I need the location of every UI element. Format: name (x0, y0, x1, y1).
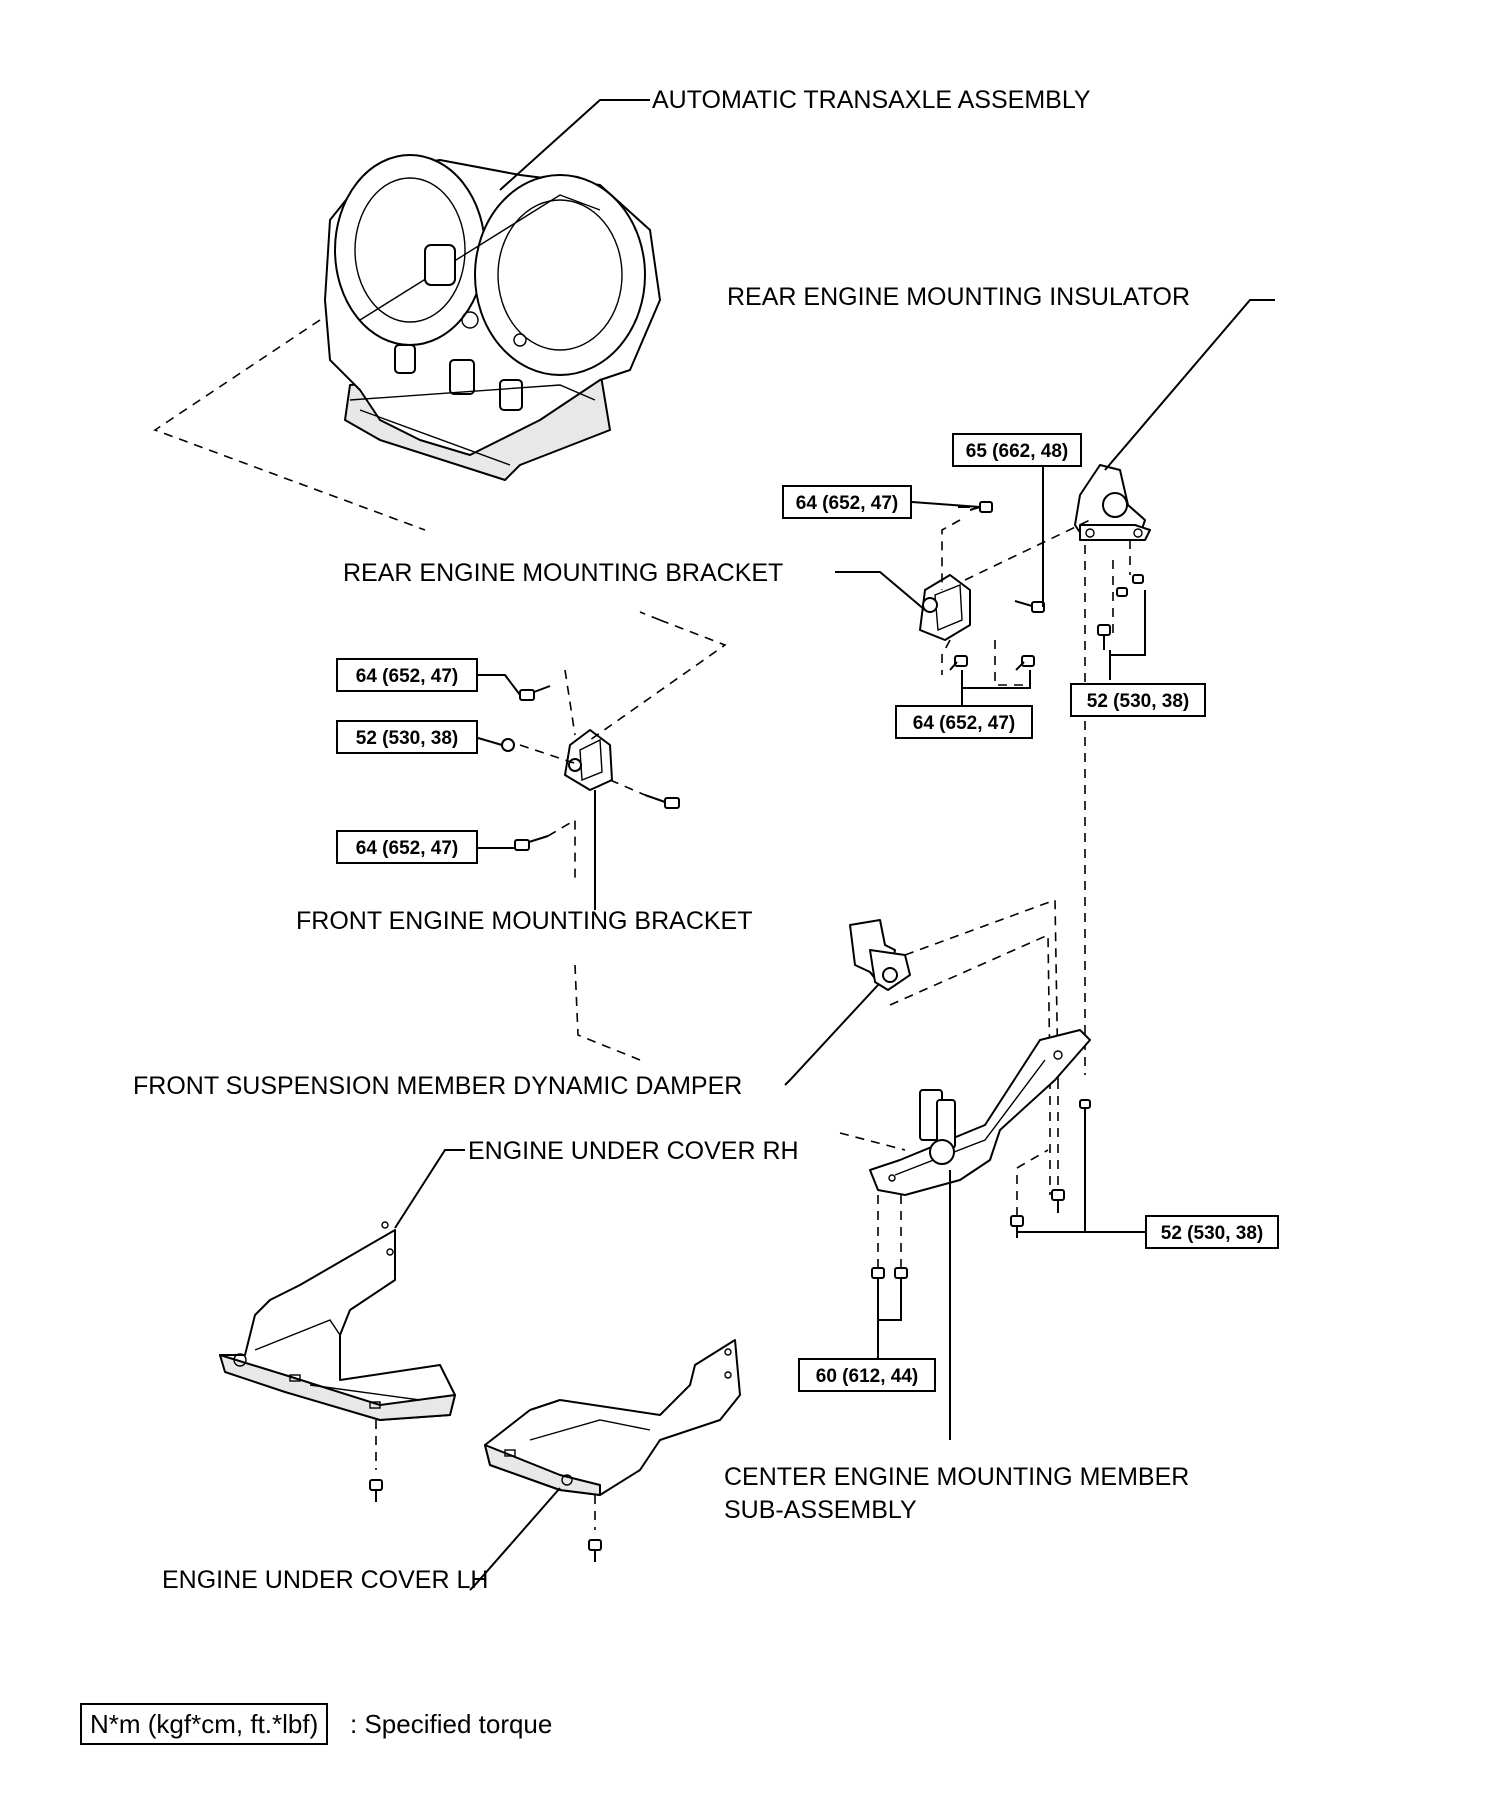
rear-engine-mounting-insulator (1074, 464, 1151, 541)
legend-torque-box: N*m (kgf*cm, ft.*lbf) (80, 1703, 329, 1745)
torque-box-rear-bracket-bottom: 64 (652, 47) (895, 705, 1033, 739)
label-engine-under-cover-rh: ENGINE UNDER COVER RH (468, 1137, 799, 1165)
center-engine-mounting-member (869, 1029, 1091, 1196)
torque-box-insulator-bolts: 52 (530, 38) (1070, 683, 1206, 717)
label-engine-under-cover-lh: ENGINE UNDER COVER LH (162, 1566, 489, 1594)
leader-insulator (1104, 299, 1275, 471)
torque-box-front-bracket-nut: 52 (530, 38) (336, 720, 478, 754)
torque-box-center-member-front: 60 (612, 44) (798, 1358, 936, 1392)
dash-transaxle (153, 319, 426, 531)
rear-bracket-bolts (949, 501, 1144, 671)
leader-transaxle (499, 99, 650, 191)
torque-box-front-bracket-bottom: 64 (652, 47) (336, 830, 478, 864)
label-center-engine-mounting-member: CENTER ENGINE MOUNTING MEMBER (724, 1463, 1190, 1491)
front-suspension-member-dynamic-damper (849, 919, 911, 991)
torque-box-rear-bracket-top: 64 (652, 47) (782, 485, 912, 519)
leader-cover-lh (469, 1487, 561, 1591)
leader-rear-bracket (835, 571, 926, 611)
label-front-engine-mounting-bracket: FRONT ENGINE MOUNTING BRACKET (296, 907, 753, 935)
engine-under-cover-rh (219, 1221, 456, 1421)
label-automatic-transaxle-assembly: AUTOMATIC TRANSAXLE ASSEMBLY (652, 86, 1091, 114)
torque-box-rear-insulator: 65 (662, 48) (952, 433, 1082, 467)
engine-under-cover-lh (484, 1339, 741, 1496)
label-front-suspension-member-dynamic-damper: FRONT SUSPENSION MEMBER DYNAMIC DAMPER (133, 1072, 743, 1100)
cover-lh-bolt (588, 1539, 602, 1562)
center-member-bolts (871, 1099, 1091, 1290)
front-engine-mounting-bracket (564, 729, 613, 791)
automatic-transaxle-assembly (324, 154, 661, 481)
leader-damper (784, 984, 879, 1086)
label-center-engine-mounting-member-sub: SUB-ASSEMBLY (724, 1496, 917, 1524)
torque-box-center-member-rear: 52 (530, 38) (1145, 1215, 1279, 1249)
label-rear-engine-mounting-insulator: REAR ENGINE MOUNTING INSULATOR (727, 283, 1191, 311)
leader-cover-rh (394, 1149, 465, 1229)
rear-engine-mounting-bracket (919, 574, 971, 641)
torque-box-front-bracket-top: 64 (652, 47) (336, 658, 478, 692)
label-rear-engine-mounting-bracket: REAR ENGINE MOUNTING BRACKET (343, 559, 784, 587)
legend-text: : Specified torque (350, 1709, 553, 1739)
cover-rh-bolt (369, 1479, 383, 1502)
